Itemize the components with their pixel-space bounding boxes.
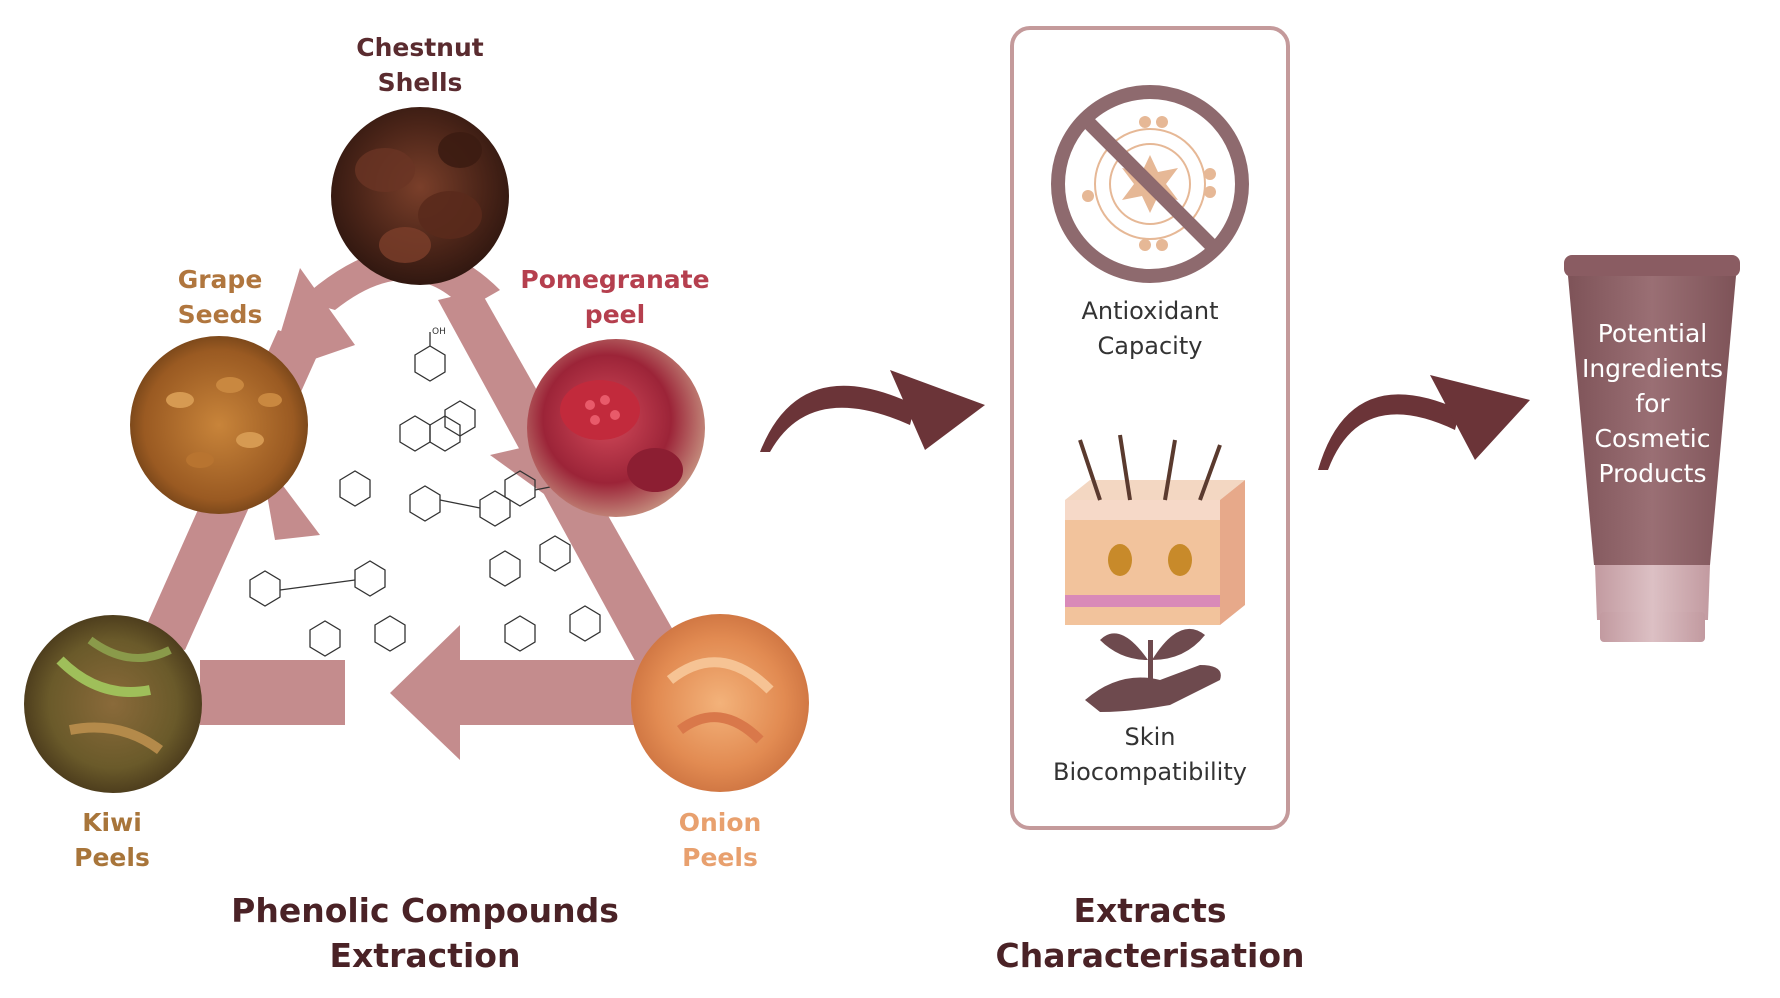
product-line3: for [1635, 389, 1670, 418]
curved-arrow-1-icon [760, 370, 985, 452]
antioxidant-capacity-label: Antioxidant Capacity [1040, 294, 1260, 364]
pomegranate-label-line2: peel [584, 300, 646, 329]
arrow-head-upper-left [268, 268, 355, 375]
step2-title-line1: Extracts [1073, 891, 1227, 930]
onion-peels-image [631, 614, 809, 792]
phenolic-structures-icon: OH [249, 327, 601, 657]
product-line4: Cosmetic [1594, 424, 1711, 453]
step1-title: Phenolic Compounds Extraction [210, 888, 640, 978]
skin-line2: Biocompatibility [1053, 758, 1247, 786]
skin-biocompatibility-label: Skin Biocompatibility [1030, 720, 1270, 790]
antioxidant-line1: Antioxidant [1081, 297, 1219, 325]
grape-seeds-image [130, 336, 308, 514]
step1-title-line1: Phenolic Compounds [231, 891, 619, 930]
onion-label-line1: Onion [678, 808, 762, 837]
antioxidant-icon [1051, 85, 1249, 283]
grape-label-line2: Seeds [177, 300, 263, 329]
kiwi-label-line1: Kiwi [82, 808, 142, 837]
kiwi-peels-label: Kiwi Peels [42, 805, 182, 875]
step2-title-line2: Characterisation [995, 936, 1305, 975]
chestnut-shells-image [331, 107, 509, 285]
curved-arrow-2-icon [1318, 375, 1530, 470]
hand-plant-icon [1085, 628, 1221, 712]
chestnut-label-line2: Shells [377, 68, 463, 97]
grape-seeds-label: Grape Seeds [140, 262, 300, 332]
step1-title-line2: Extraction [329, 936, 521, 975]
arrow-head-bottom [390, 625, 460, 760]
step2-title: Extracts Characterisation [985, 888, 1315, 978]
characterisation-panel [1010, 26, 1290, 830]
pomegranate-label-line1: Pomegranate [520, 265, 710, 294]
pomegranate-peel-label: Pomegranate peel [510, 262, 720, 332]
kiwi-label-line2: Peels [74, 843, 150, 872]
svg-text:OH: OH [432, 327, 446, 337]
onion-peels-label: Onion Peels [650, 805, 790, 875]
kiwi-peels-image [24, 615, 202, 793]
chestnut-label-line1: Chestnut [356, 33, 484, 62]
antioxidant-line2: Capacity [1097, 332, 1203, 360]
skin-line1: Skin [1124, 723, 1176, 751]
product-line1: Potential [1597, 319, 1708, 348]
onion-label-line2: Peels [682, 843, 758, 872]
skin-layers-icon [1065, 434, 1245, 625]
product-label: Potential Ingredients for Cosmetic Produ… [1570, 316, 1735, 491]
pomegranate-peel-image [527, 339, 705, 517]
product-line5: Products [1598, 459, 1707, 488]
grape-label-line1: Grape [177, 265, 263, 294]
product-line2: Ingredients [1581, 354, 1724, 383]
cosmetic-tube-icon [1564, 255, 1740, 642]
chestnut-shells-label: Chestnut Shells [330, 30, 510, 100]
